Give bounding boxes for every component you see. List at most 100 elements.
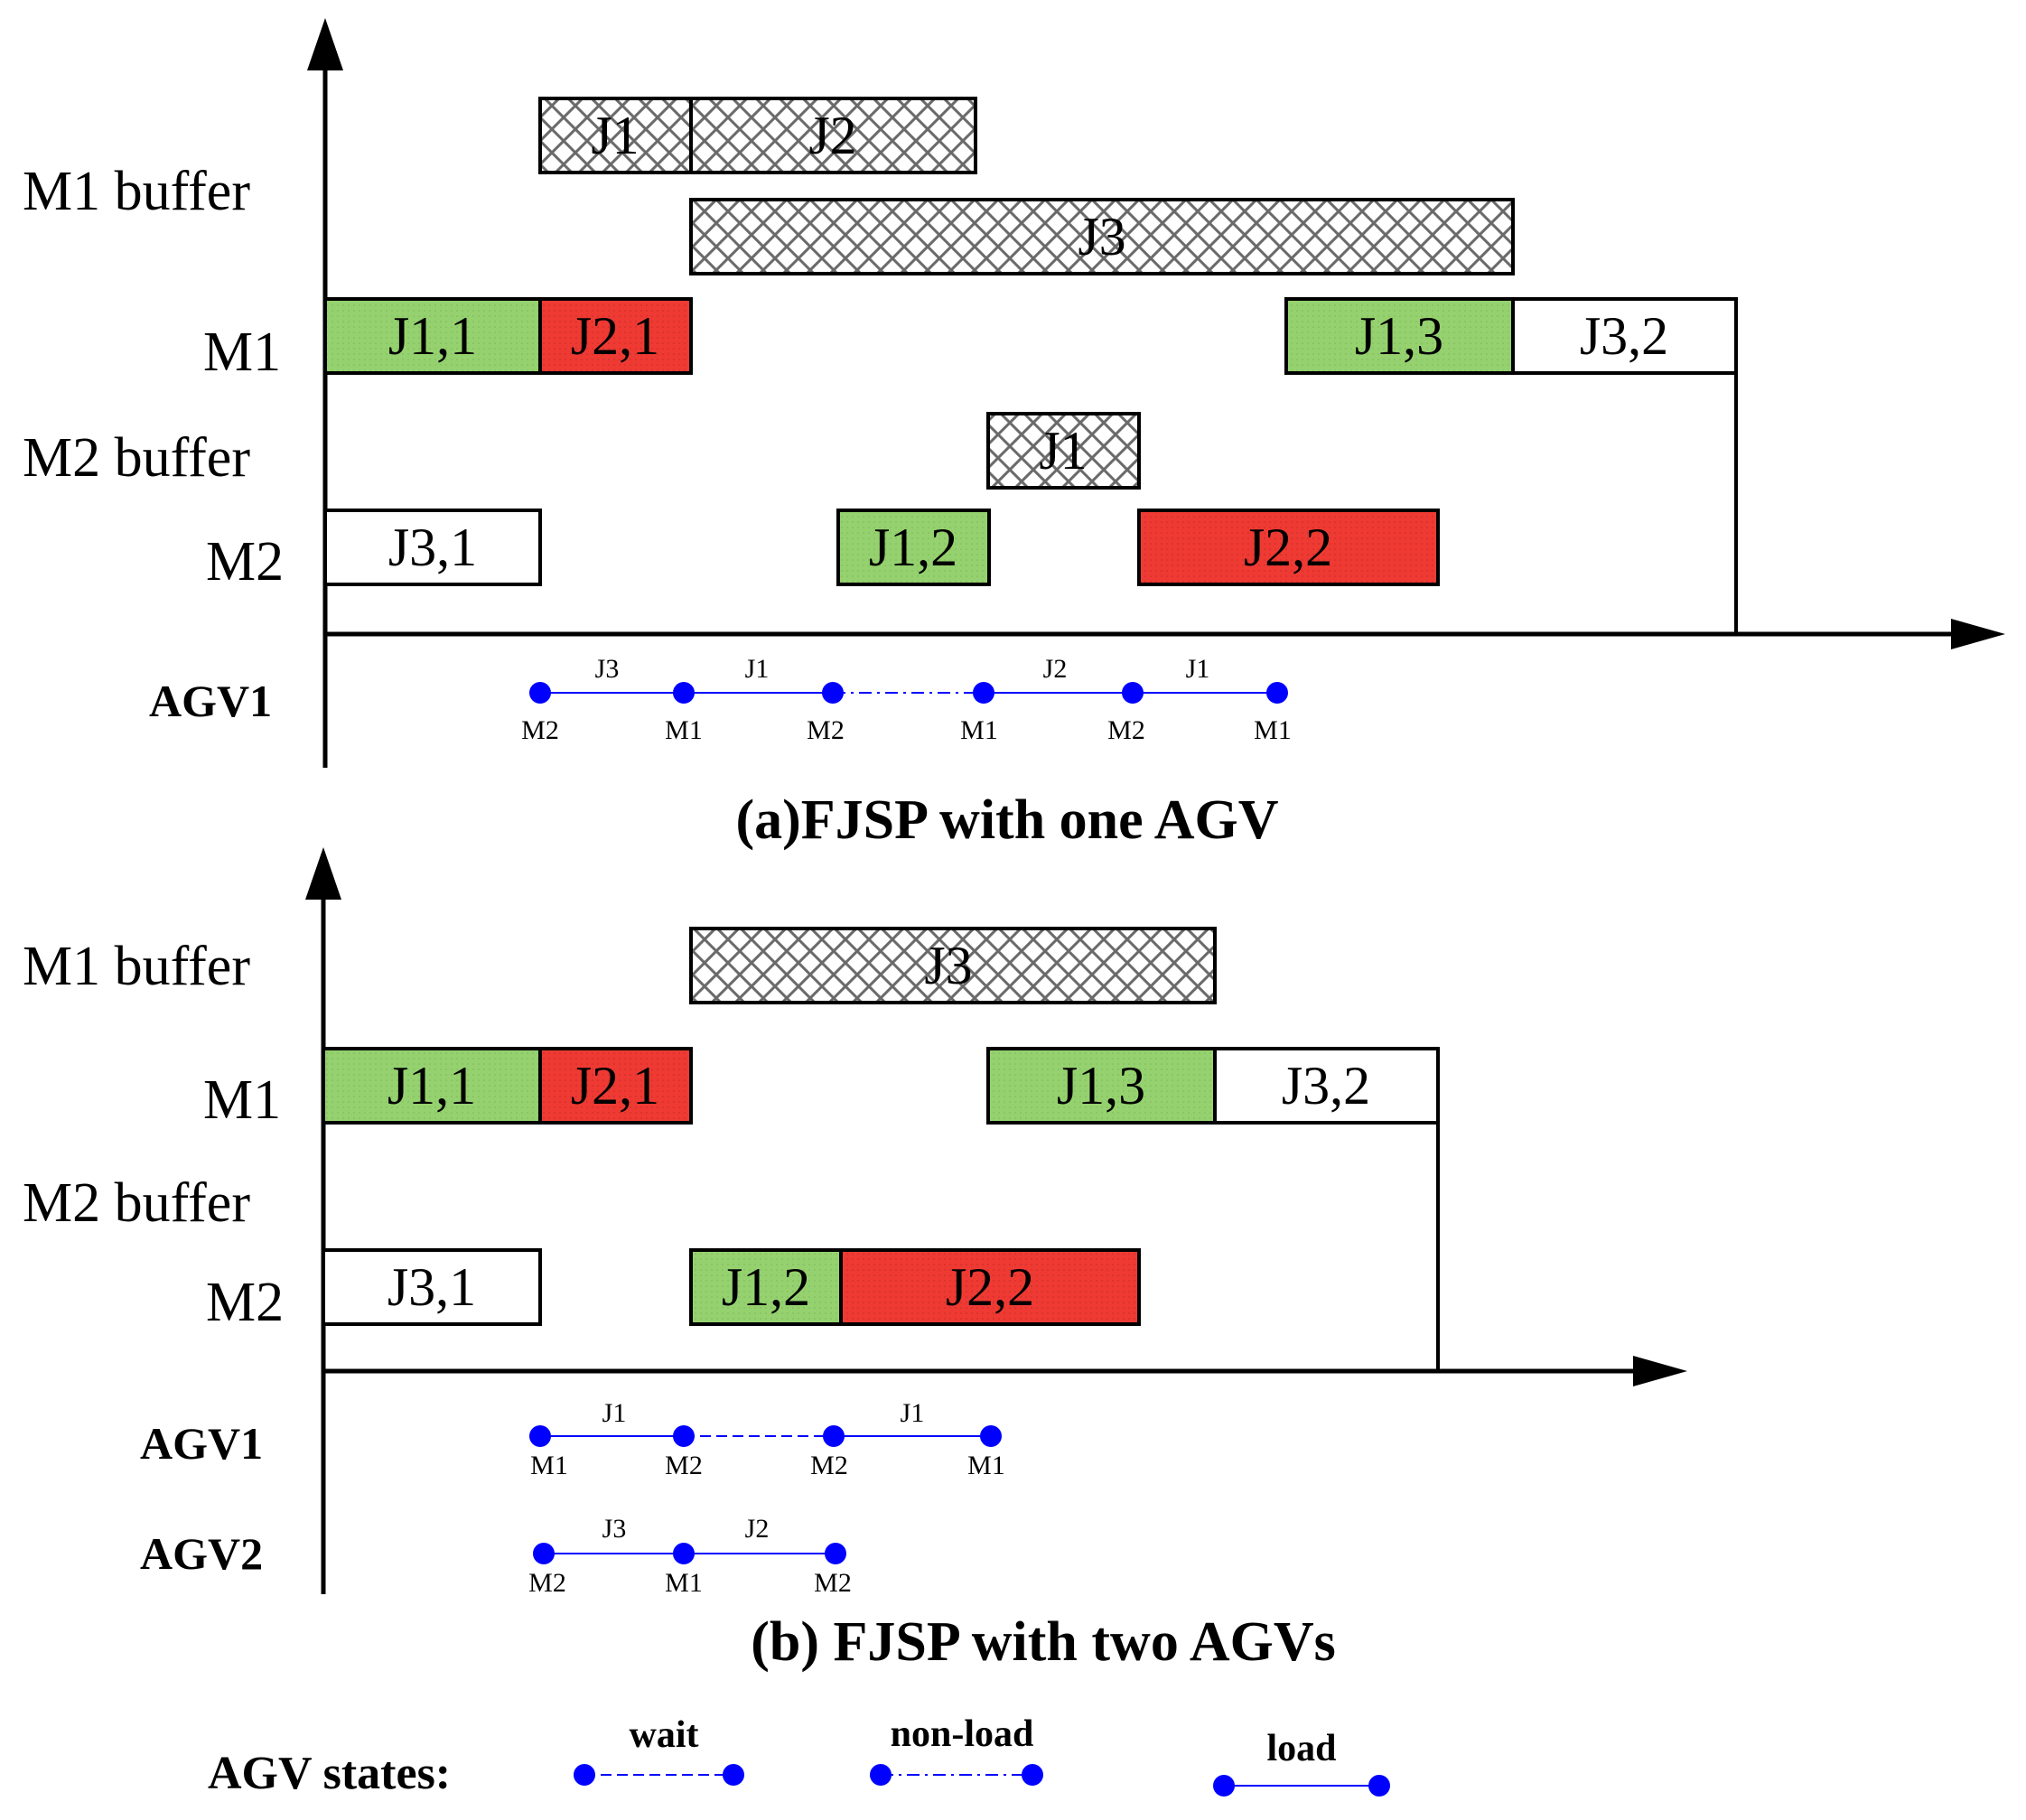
legend-node (1368, 1775, 1390, 1797)
svg-text:J1: J1 (591, 106, 639, 165)
svg-text:J2: J2 (808, 106, 856, 165)
row-label-m1-buffer: M1 buffer (23, 936, 250, 997)
agv-track: J1 J1 M1 M2 M2 M1 (529, 1398, 1005, 1480)
agv-node-label: M1 (530, 1451, 568, 1480)
y-axis-arrow-a (307, 18, 343, 70)
agv-job-label: J1 (901, 1398, 925, 1428)
bar: J1,2 (836, 509, 991, 586)
agv-node (673, 1543, 695, 1564)
svg-text:J1,1: J1,1 (387, 1056, 476, 1115)
agv-node (529, 682, 551, 704)
agv-job-label: J3 (595, 654, 620, 684)
bar: J1 (986, 412, 1141, 490)
bar: J1,1 (323, 297, 542, 375)
bar: J1,1 (322, 1047, 542, 1125)
row-label-m1-buffer: M1 buffer (23, 161, 250, 222)
row-label-m1: M1 (203, 1069, 281, 1131)
row-label-m2: M2 (206, 531, 284, 593)
agv-job-label: J2 (745, 1514, 770, 1544)
bar: J3,2 (1213, 1047, 1440, 1125)
agv-node-label: M2 (1107, 715, 1145, 745)
agv-node-label: M2 (807, 715, 845, 745)
legend-item-load: load (1213, 1728, 1390, 1797)
agv-node-label: M1 (960, 715, 998, 745)
bar: J1 (538, 97, 693, 174)
svg-text:J3: J3 (1078, 207, 1125, 266)
agv-node (822, 682, 844, 704)
agv-node-label: M2 (521, 715, 559, 745)
legend: AGV states: wait non-load load (208, 1713, 1390, 1799)
legend-label: wait (630, 1714, 699, 1756)
row-label-m2-buffer: M2 buffer (23, 1172, 250, 1234)
agv-node (529, 1425, 551, 1447)
agv-node (673, 682, 695, 704)
agv-node (825, 1543, 846, 1564)
row-label-m2-buffer: M2 buffer (23, 427, 250, 489)
svg-text:J1,3: J1,3 (1355, 306, 1443, 366)
bar: J1,3 (986, 1047, 1217, 1125)
svg-text:J2,1: J2,1 (571, 306, 659, 366)
svg-text:J2,2: J2,2 (1244, 518, 1332, 577)
bar: J1,3 (1284, 297, 1515, 375)
svg-text:J1,2: J1,2 (722, 1257, 810, 1317)
row-label-m1: M1 (203, 322, 281, 383)
legend-item-non-load: non-load (870, 1713, 1043, 1786)
bar: J2 (689, 97, 977, 174)
agv-label: AGV1 (140, 1418, 263, 1469)
x-axis-arrow-a (1951, 619, 2005, 649)
agv-node (823, 1425, 845, 1447)
agv-label: AGV2 (140, 1528, 263, 1579)
svg-text:J3,1: J3,1 (387, 1257, 476, 1317)
agv-job-label: J1 (1186, 654, 1210, 684)
bar: J2,1 (538, 297, 693, 375)
legend-label: non-load (891, 1713, 1034, 1755)
agv-node-label: M2 (814, 1568, 852, 1598)
agv-node (1122, 682, 1144, 704)
agv-node (533, 1543, 555, 1564)
agv-job-label: J3 (602, 1514, 627, 1544)
agv-job-label: J1 (745, 654, 770, 684)
agv-node-label: M2 (528, 1568, 566, 1598)
legend-label: load (1266, 1728, 1336, 1769)
y-axis-arrow-b (305, 847, 341, 900)
bar: J3,1 (322, 1248, 542, 1326)
svg-text:J3,2: J3,2 (1580, 306, 1668, 366)
agv-node (673, 1425, 695, 1447)
svg-text:J1: J1 (1039, 421, 1087, 481)
bar: J2,2 (839, 1248, 1141, 1326)
agv-node (1266, 682, 1288, 704)
legend-item-wait: wait (574, 1714, 744, 1786)
agv-job-label: J1 (602, 1398, 627, 1428)
agv-track: J3 J2 M2 M1 M2 (528, 1514, 852, 1598)
x-axis-arrow-b (1633, 1356, 1687, 1386)
legend-node (723, 1764, 744, 1786)
bar: J3,2 (1511, 297, 1738, 375)
agv-track: J3 J1 J2 J1 M2 M1 M2 M1 M2 M1 (521, 654, 1292, 745)
bar: J2,2 (1137, 509, 1440, 586)
svg-text:J2,2: J2,2 (946, 1257, 1034, 1317)
agv-node-label: M1 (665, 715, 703, 745)
legend-node (574, 1764, 595, 1786)
agv-label: AGV1 (149, 676, 272, 726)
legend-node (870, 1764, 892, 1786)
agv-node-label: M1 (1254, 715, 1292, 745)
svg-text:J2,1: J2,1 (571, 1056, 659, 1115)
bar: J3,1 (323, 509, 542, 586)
bar: J3 (689, 198, 1515, 275)
legend-node (1213, 1775, 1235, 1797)
agv-node-label: M2 (665, 1451, 703, 1480)
bar: J1,2 (689, 1248, 843, 1326)
agv-job-label: J2 (1043, 654, 1068, 684)
agv-node-label: M1 (967, 1451, 1005, 1480)
legend-node (1022, 1764, 1043, 1786)
agv-node-label: M1 (665, 1568, 703, 1598)
agv-node (980, 1425, 1002, 1447)
bar: J3 (689, 927, 1217, 1004)
agv-node-label: M2 (810, 1451, 848, 1480)
legend-title: AGV states: (208, 1748, 451, 1799)
panel-b: M1 buffer M1 M2 buffer M2 J3 J1,1 J2,1 J… (23, 847, 1687, 1673)
svg-text:J3,1: J3,1 (388, 518, 477, 577)
caption-b: (b) FJSP with two AGVs (751, 1611, 1336, 1673)
svg-text:J3,2: J3,2 (1282, 1056, 1370, 1115)
